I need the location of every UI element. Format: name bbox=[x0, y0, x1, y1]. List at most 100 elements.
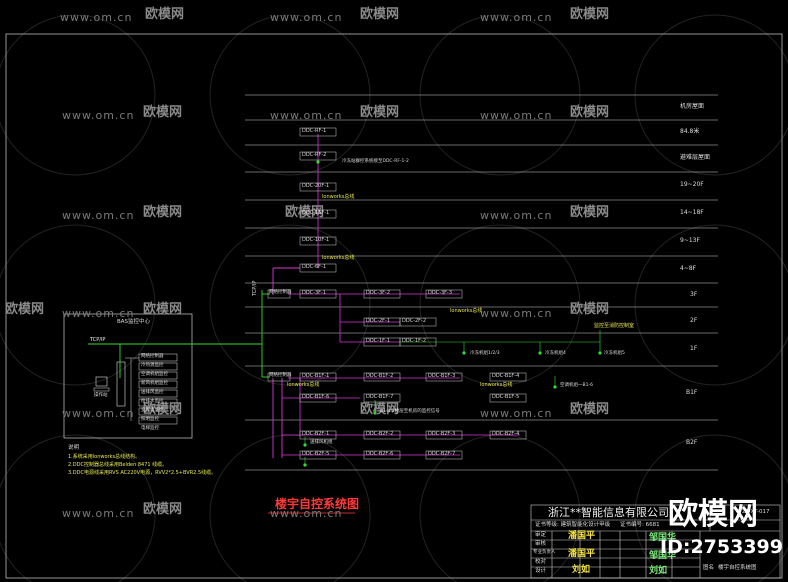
rack-item: 给排水监控 bbox=[141, 399, 164, 404]
watermark-text: www.om.cn bbox=[62, 307, 135, 320]
watermark-logo: 欧模网 bbox=[360, 105, 400, 120]
tb-company: 浙江**智能信息有限公司 bbox=[548, 506, 669, 519]
tb-project-name: 楼宇自控系统图 bbox=[718, 565, 757, 571]
ddc-label: DDC-B2F-7 bbox=[428, 451, 456, 457]
watermark-logo: 欧模网 bbox=[143, 402, 183, 417]
router-label: 网络控制器 bbox=[269, 373, 292, 378]
watermark-logo: 欧模网 bbox=[570, 402, 610, 417]
ddc-label: DDC-1F-2 bbox=[402, 338, 427, 344]
tb-row: 审定 bbox=[535, 532, 547, 538]
watermark-text: www.om.cn bbox=[480, 407, 553, 420]
watermark-logo: 欧模网 bbox=[570, 205, 610, 220]
ddc-label: DDC-B1F-6 bbox=[302, 394, 330, 400]
tb-cert-right: 证书编号: 6681 bbox=[620, 522, 660, 528]
watermark-logo: 欧模网 bbox=[360, 402, 400, 417]
side-note: B1-4.5楼层至机房的监控信号 bbox=[380, 409, 440, 414]
tb-row: 审核 bbox=[535, 541, 547, 547]
side-note: 冷冻站群控系统接至DDC-RF-1-2 bbox=[342, 159, 409, 164]
floor-label: B1F bbox=[686, 389, 698, 396]
rack-item: 网络控制器 bbox=[141, 354, 164, 359]
ddc-label: DDC-B1F-2 bbox=[366, 373, 394, 379]
side-note: 送排风机组 bbox=[310, 440, 333, 445]
ddc-label: DDC-10F-1 bbox=[302, 237, 330, 243]
side-note: 监控至消防控制室 bbox=[594, 323, 635, 329]
ddc-label: DDC-B1F-5 bbox=[492, 394, 520, 400]
lonworks-label: lonworks总线 bbox=[322, 255, 355, 261]
floor-label: 4~8F bbox=[680, 265, 697, 272]
ddc-boxes bbox=[299, 127, 527, 460]
watermark-logo: 欧模网 bbox=[143, 502, 183, 517]
pc-monitor bbox=[95, 376, 108, 387]
ddc-label: DDC-B2F-5 bbox=[302, 451, 330, 457]
watermark-logo: 欧模网 bbox=[360, 7, 400, 22]
signal-nodes bbox=[303, 160, 602, 467]
rack-item: 空调机组监控 bbox=[141, 372, 168, 377]
ddc-label: DDC-B2F-6 bbox=[366, 451, 394, 457]
watermark-text: www.om.cn bbox=[62, 407, 135, 420]
ddc-label: DDC-B2F-4 bbox=[492, 431, 520, 437]
rack-item: 新风机组监控 bbox=[141, 381, 168, 386]
watermark-text: www.om.cn bbox=[270, 507, 343, 520]
rack-item: 照明监控 bbox=[141, 417, 159, 422]
brand-logo: 欧模网 bbox=[668, 497, 758, 532]
ddc-links bbox=[282, 293, 520, 456]
rack-item: 送排风监控 bbox=[141, 390, 164, 395]
drawing-frame bbox=[5, 33, 783, 579]
side-note: 冷冻机组4 bbox=[545, 351, 566, 356]
ddc-label: DDC-B2F-3 bbox=[428, 431, 456, 437]
ddc-label: DDC-B1F-7 bbox=[366, 394, 394, 400]
lonworks-label: lonworks总线 bbox=[287, 382, 320, 388]
ddc-label: DDC-RF-2 bbox=[302, 152, 327, 158]
floor-label: 9~13F bbox=[680, 237, 700, 244]
ddc-label: DDC-2F-1 bbox=[366, 318, 391, 324]
ddc-label: DDC-B1F-1 bbox=[302, 373, 330, 379]
tb-row: 专业负责人 bbox=[533, 550, 556, 555]
floor-label: 84.8米 bbox=[680, 128, 700, 135]
ddc-label: DDC-3F-2 bbox=[366, 290, 391, 296]
watermark-logo: 欧模网 bbox=[570, 105, 610, 120]
floor-label: 14~18F bbox=[680, 209, 704, 216]
bas-rack bbox=[116, 361, 126, 407]
tb-signature: 刘如 bbox=[572, 565, 591, 575]
ddc-label: DDC-B1F-3 bbox=[428, 373, 456, 379]
ddc-label: DDC-20F-1 bbox=[302, 183, 330, 189]
ddc-label: DDC-B2F-1 bbox=[302, 431, 330, 437]
drawing-title: 楼宇自控系统图 bbox=[275, 497, 360, 511]
side-note: 冷冻机组1/2/3 bbox=[470, 351, 500, 356]
floor-label: B2F bbox=[686, 439, 698, 446]
tb-signature: 邹国华 bbox=[649, 551, 677, 561]
watermark-text: www.om.cn bbox=[480, 307, 553, 320]
tb-signature: 潘国平 bbox=[568, 549, 596, 559]
watermark-logo: 欧模网 bbox=[285, 205, 325, 220]
bas-center-box bbox=[63, 313, 193, 439]
floor-label: 19~20F bbox=[680, 181, 704, 188]
watermark-text: www.om.cn bbox=[60, 11, 133, 24]
ddc-label: DDC-B1F-4 bbox=[492, 373, 520, 379]
floor-lines bbox=[245, 94, 718, 471]
bas-title: BAS监控中心 bbox=[117, 319, 151, 325]
remarks-line: 2.DDC控制器总线采用Belden 8471 线缆。 bbox=[68, 462, 168, 468]
lonworks-label: lonworks总线 bbox=[450, 308, 483, 314]
tb-signature: 潘国平 bbox=[568, 531, 596, 541]
watermark-text: www.om.cn bbox=[62, 209, 135, 222]
ddc-label: DDC-3F-3 bbox=[428, 290, 453, 296]
lonworks-trunk bbox=[272, 267, 300, 458]
watermark-logo: 欧模网 bbox=[143, 302, 183, 317]
router-label: 网络控制器 bbox=[269, 290, 292, 295]
watermark-logo: 欧模网 bbox=[143, 205, 183, 220]
rack-item: 电梯监控 bbox=[141, 426, 159, 431]
watermark-logo: 欧模网 bbox=[145, 7, 185, 22]
ddc-label: DDC-3F-1 bbox=[302, 290, 327, 296]
tb-signature: 邹国华 bbox=[649, 533, 677, 543]
rack-item: 变配电监控 bbox=[141, 408, 164, 413]
watermark-logo: 欧模网 bbox=[570, 7, 610, 22]
side-note: 空调机组一B1-6 bbox=[560, 383, 593, 388]
side-note: 冷冻机组5 bbox=[604, 351, 625, 356]
floor-label: 1F bbox=[690, 345, 698, 352]
watermark-logo: 欧模网 bbox=[570, 302, 610, 317]
rack-modules bbox=[138, 353, 178, 425]
ddc-label: DDC-B2F-2 bbox=[366, 431, 394, 437]
remarks-line: 1.系统采用lonworks总线结构。 bbox=[68, 454, 141, 460]
watermark-text: www.om.cn bbox=[62, 109, 135, 122]
ddc-label: DDC-2F-2 bbox=[402, 318, 427, 324]
